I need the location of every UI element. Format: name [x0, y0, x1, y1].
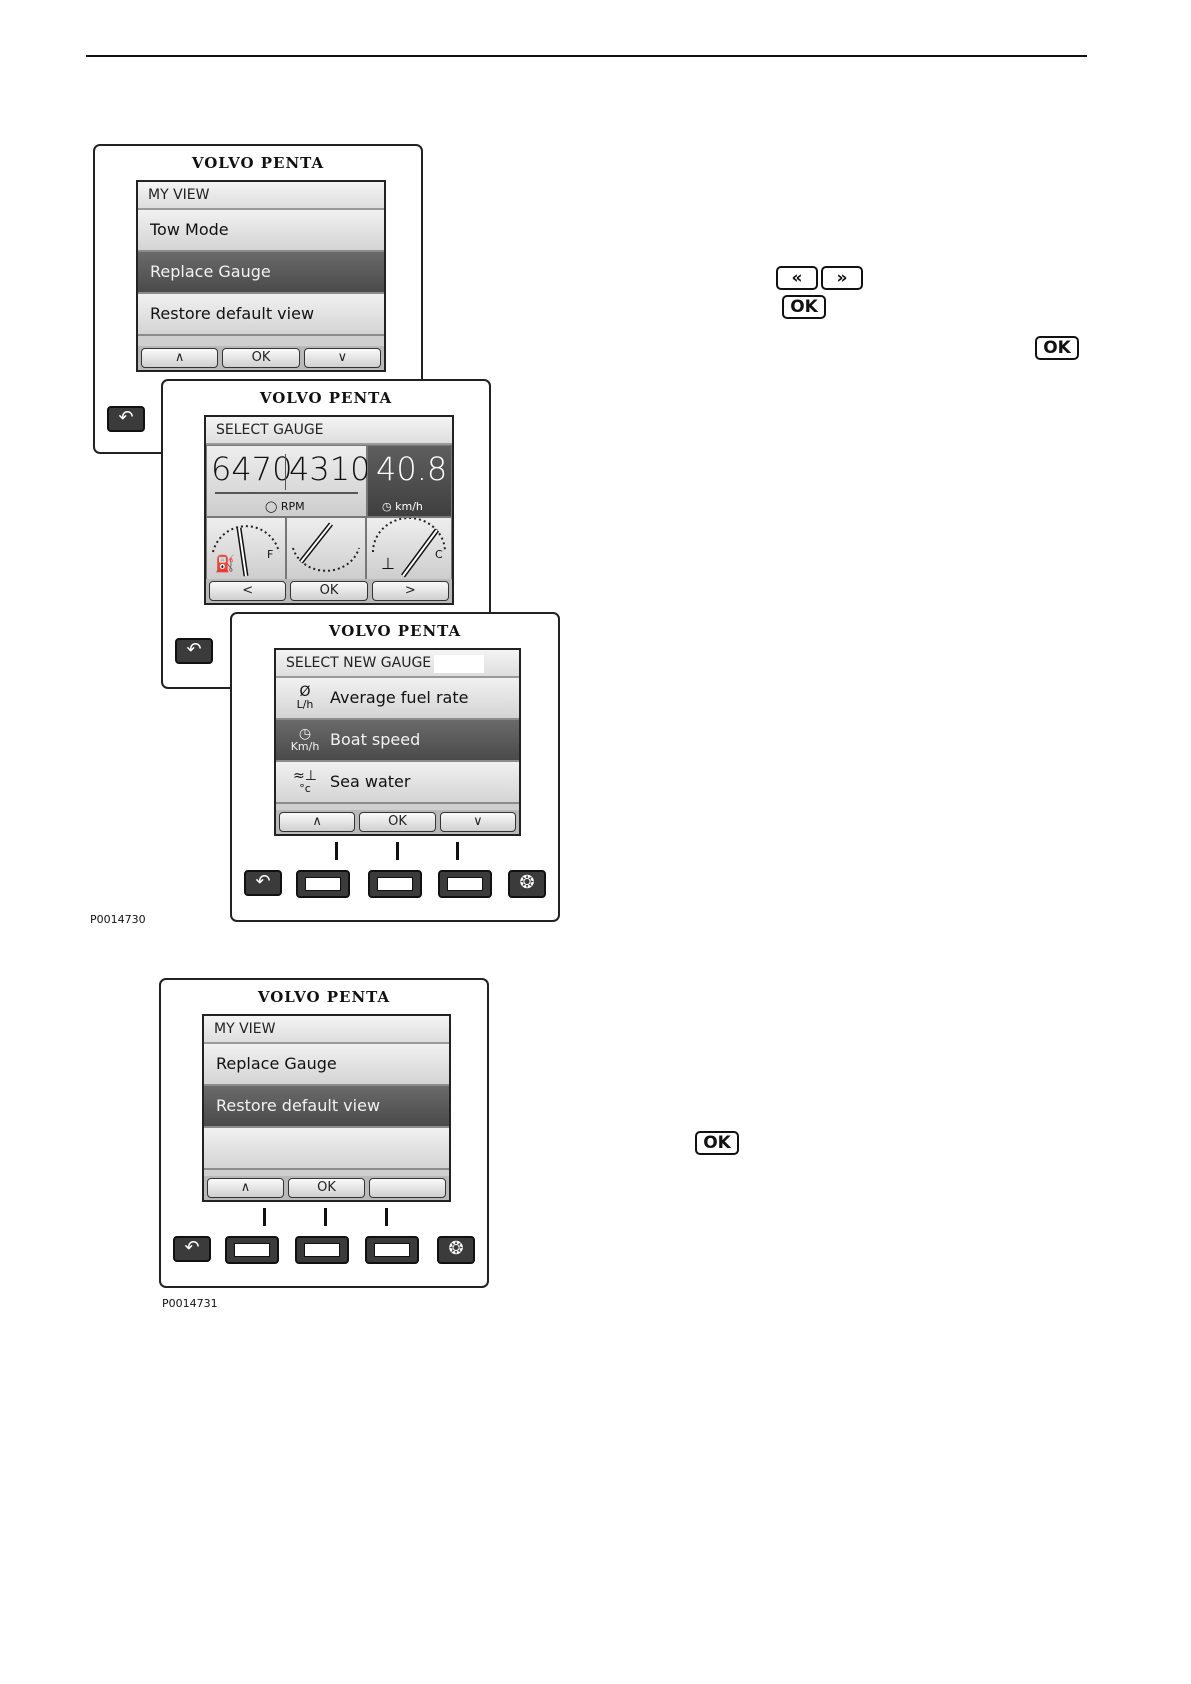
menu-item-empty [204, 1128, 449, 1170]
hardware-key-left[interactable] [296, 870, 350, 898]
softkey-up[interactable]: ∧ [207, 1178, 284, 1198]
temp-gauge-cell[interactable]: ⊥ C [366, 517, 452, 581]
softkey-bar: ∧ OK ∨ [276, 810, 519, 834]
softkey-left[interactable]: < [209, 581, 287, 601]
hardware-key-left[interactable] [225, 1236, 279, 1264]
rpm-starboard-value: 4310 [289, 450, 371, 488]
softkey-down[interactable]: ∨ [439, 812, 516, 832]
softkey-tick [396, 842, 399, 860]
gauge-dial-icon: ❂ [519, 872, 535, 893]
softkey-ok[interactable]: OK [359, 812, 436, 832]
back-button[interactable]: ↶ [173, 1236, 211, 1262]
softkey-down[interactable]: ∨ [303, 348, 381, 368]
gauge-menu-button[interactable]: ❂ [437, 1236, 475, 1264]
softkey-tick [335, 842, 338, 860]
menu-item-restore-default-view[interactable]: Restore default view [138, 294, 384, 336]
back-button[interactable]: ↶ [107, 406, 145, 432]
figure-caption-1: P0014730 [90, 913, 146, 926]
back-arrow-icon: ↶ [186, 639, 202, 660]
softkey-right[interactable]: > [371, 581, 449, 601]
menu-item-restore-default-view[interactable]: Restore default view [204, 1086, 449, 1128]
screen-title: MY VIEW [138, 182, 384, 210]
brand-logo: VOLVO PENTA [191, 154, 325, 172]
brand-logo: VOLVO PENTA [328, 622, 462, 640]
back-arrow-icon: ↶ [118, 407, 134, 428]
back-button[interactable]: ↶ [175, 638, 213, 664]
softkey-tick [385, 1208, 388, 1226]
rpm-port-value: 6470 [211, 450, 293, 488]
softkey-bar: ∧ OK ∨ [138, 346, 384, 370]
brand-logo: VOLVO PENTA [257, 988, 391, 1006]
softkey-blank[interactable] [369, 1178, 446, 1198]
display-unit-restore-default: VOLVO PENTA MY VIEW Replace Gauge Restor… [159, 978, 489, 1288]
left-key-symbol: « [776, 266, 818, 290]
speedometer-icon: ◷ [382, 500, 392, 513]
softkey-up[interactable]: ∧ [279, 812, 356, 832]
ok-key-symbol: OK [782, 295, 826, 319]
rpm-gauge-cell[interactable]: 6470 4310 ◯ RPM [206, 445, 371, 517]
softkey-ok[interactable]: OK [288, 1178, 365, 1198]
softkey-ok[interactable]: OK [290, 581, 368, 601]
right-key-symbol: » [821, 266, 863, 290]
back-button[interactable]: ↶ [244, 870, 282, 896]
screen-title: MY VIEW [204, 1016, 449, 1044]
menu-item-tow-mode[interactable]: Tow Mode [138, 210, 384, 252]
gauge-menu-button[interactable]: ❂ [508, 870, 546, 898]
fuel-pump-icon: ⛽ [215, 554, 235, 573]
back-arrow-icon: ↶ [255, 871, 271, 892]
softkey-tick [456, 842, 459, 860]
softkey-tick [324, 1208, 327, 1226]
trim-gauge-dial [292, 522, 360, 572]
screen-title: SELECT GAUGE [206, 417, 452, 445]
speed-unit: ◷ km/h [382, 500, 423, 513]
brand-logo: VOLVO PENTA [259, 389, 393, 407]
screen-my-view: MY VIEW Tow Mode Replace Gauge Restore d… [136, 180, 386, 372]
speed-value: 40.8 [376, 450, 448, 488]
menu-item-replace-gauge[interactable]: Replace Gauge [204, 1044, 449, 1086]
fuel-gauge-dial [212, 525, 280, 577]
softkey-bar: < OK > [206, 579, 452, 603]
trim-gauge-cell[interactable] [286, 517, 366, 581]
softkey-tick [263, 1208, 266, 1226]
softkey-ok[interactable]: OK [222, 348, 300, 368]
ok-key-symbol: OK [1035, 336, 1079, 360]
display-unit-my-view: VOLVO PENTA MY VIEW Tow Mode Replace Gau… [93, 144, 423, 454]
screen-select-gauge: SELECT GAUGE 6470 4310 ◯ RPM 40.8 ◷ km/h… [204, 415, 454, 605]
speedometer-icon: ◷Km/h [290, 726, 320, 753]
gauge-dial-icon: ❂ [448, 1238, 464, 1259]
screen-my-view-restore: MY VIEW Replace Gauge Restore default vi… [202, 1014, 451, 1202]
rpm-unit: ◯ RPM [265, 500, 305, 513]
figure-caption-2: P0014731 [162, 1297, 218, 1310]
fuel-gauge-cell[interactable]: ⛽ F [206, 517, 286, 581]
fuel-gauge-label: F [267, 548, 274, 561]
sea-water-temp-icon: ≈⊥°c [293, 768, 317, 795]
temp-gauge-dial [372, 517, 446, 578]
softkey-bar: ∧ OK [204, 1176, 449, 1200]
temp-gauge-label: C [435, 548, 443, 561]
speed-gauge-cell[interactable]: 40.8 ◷ km/h [367, 445, 452, 517]
rpm-icon: ◯ [265, 500, 278, 513]
hardware-key-middle[interactable] [368, 870, 422, 898]
header-rule [86, 55, 1087, 57]
softkey-up[interactable]: ∧ [141, 348, 219, 368]
hardware-key-right[interactable] [365, 1236, 419, 1264]
thermometer-icon: ⊥ [381, 554, 395, 573]
menu-item-replace-gauge[interactable]: Replace Gauge [138, 252, 384, 294]
back-arrow-icon: ↶ [184, 1237, 200, 1258]
hardware-key-middle[interactable] [295, 1236, 349, 1264]
ok-key-symbol: OK [695, 1131, 739, 1155]
hardware-key-right[interactable] [438, 870, 492, 898]
